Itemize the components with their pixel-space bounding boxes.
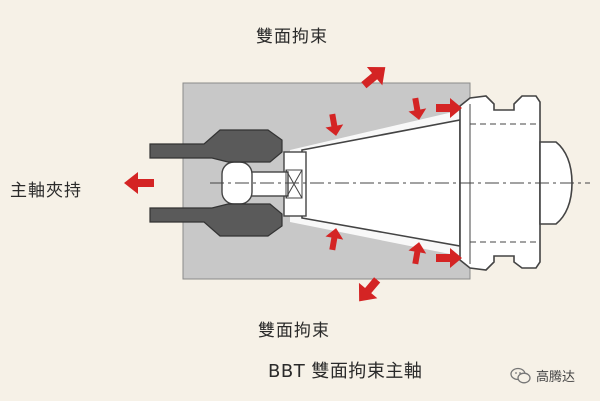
arrow-left-pull <box>124 172 154 194</box>
watermark-text: 高腾达 <box>536 370 576 385</box>
stud-cross-box <box>285 169 303 199</box>
pull-stud-shaft <box>247 171 289 197</box>
wechat-icon <box>510 367 532 385</box>
tool-flange <box>459 95 541 271</box>
label-spindle-clamp: 主軸夾持 <box>10 181 82 201</box>
arrow-flange-bottom <box>436 248 462 268</box>
gripper-lower <box>149 203 283 237</box>
arrow-taper-bottom-2 <box>408 242 427 265</box>
force-arrows <box>124 66 462 302</box>
diagram-caption: BBT 雙面拘束主軸 <box>268 361 423 382</box>
label-dual-contact-bottom: 雙面拘束 <box>258 321 330 341</box>
arrow-taper-bottom-1 <box>325 228 344 251</box>
arrow-top-out <box>361 66 386 89</box>
arrow-taper-top-2 <box>408 97 427 120</box>
stud-cross-line-2 <box>285 169 303 199</box>
arrow-bottom-out <box>358 277 381 302</box>
arrow-flange-top <box>436 98 462 118</box>
arrow-taper-top-1 <box>325 113 344 136</box>
gripper-upper <box>149 129 283 163</box>
label-dual-contact-top: 雙面拘束 <box>256 27 328 47</box>
watermark: 高腾达 <box>510 366 575 385</box>
